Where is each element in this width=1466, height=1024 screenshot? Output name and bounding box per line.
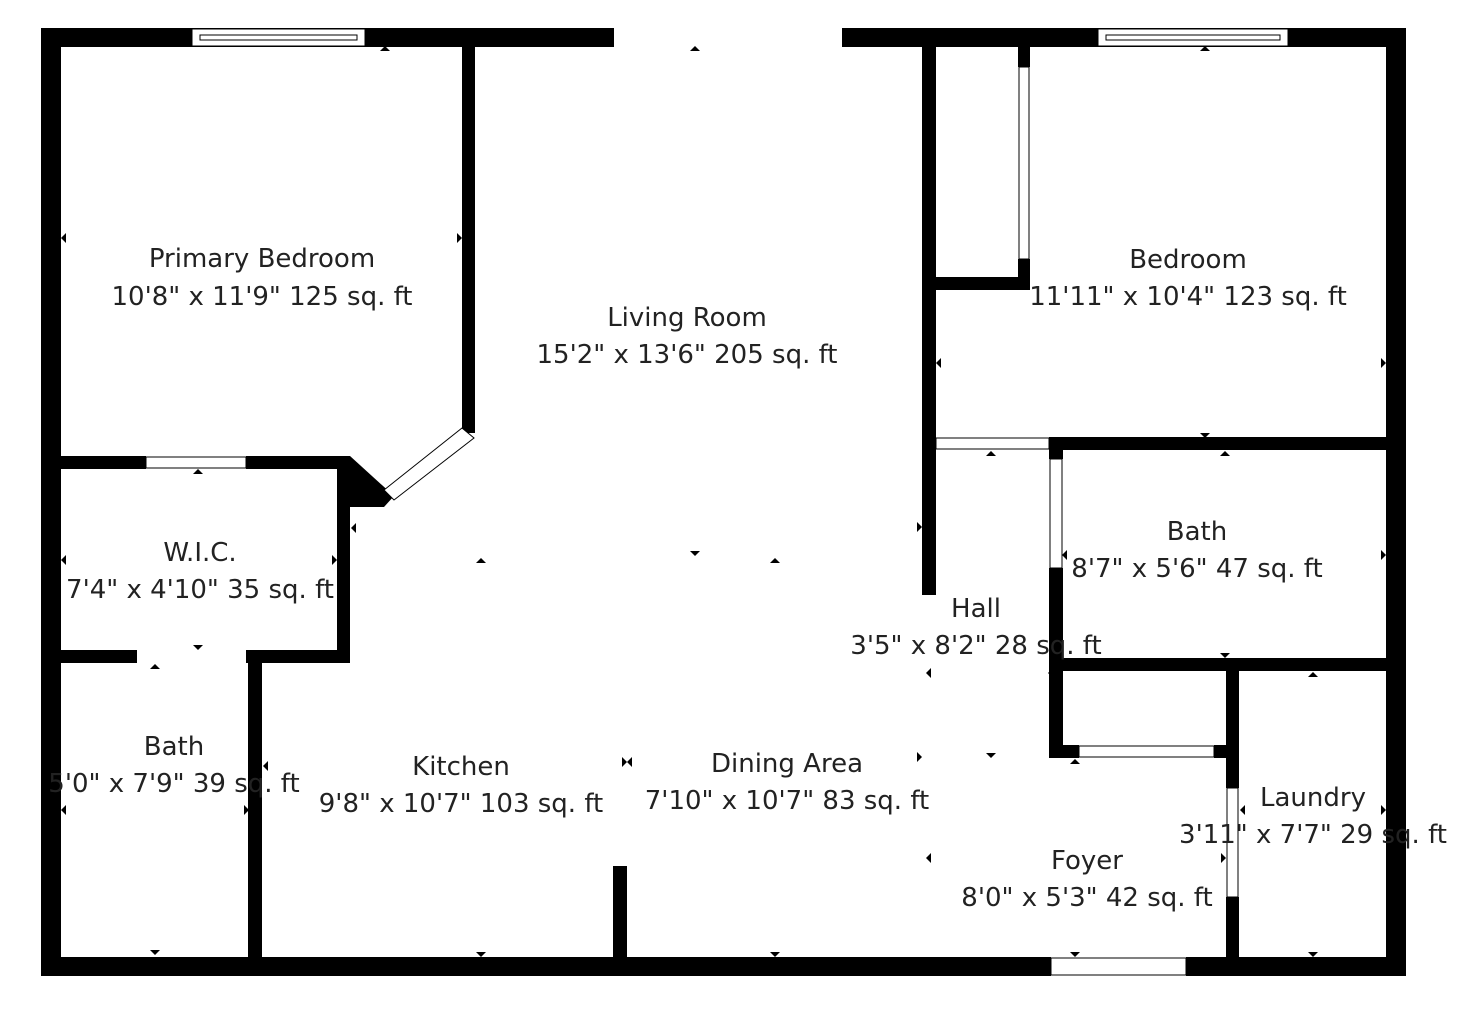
room-name: Bedroom [1129, 245, 1247, 275]
room-dimensions: 9'8" x 10'7" 103 sq. ft [319, 789, 603, 819]
room-dimensions: 5'0" x 7'9" 39 sq. ft [48, 769, 299, 799]
room-name: W.I.C. [163, 538, 236, 568]
front-door [1050, 957, 1187, 976]
room-bath-left: Bath 5'0" x 7'9" 39 sq. ft [48, 732, 299, 799]
room-name: Primary Bedroom [149, 244, 375, 274]
room-hall: Hall 3'5" x 8'2" 28 sq. ft [850, 594, 1101, 661]
room-name: Laundry [1260, 783, 1366, 813]
door-wic [145, 456, 247, 469]
room-wic: W.I.C. 7'4" x 4'10" 35 sq. ft [66, 538, 334, 605]
dimension-ticks [61, 46, 1386, 957]
door-primary-bedroom [383, 427, 475, 501]
room-name: Bath [1167, 517, 1227, 547]
room-foyer: Foyer 8'0" x 5'3" 42 sq. ft [961, 846, 1212, 913]
room-dimensions: 3'11" x 7'7" 29 sq. ft [1179, 820, 1447, 850]
room-bedroom: Bedroom 11'11" x 10'4" 123 sq. ft [1029, 245, 1347, 312]
closet-corner-wedge [340, 456, 394, 507]
room-kitchen: Kitchen 9'8" x 10'7" 103 sq. ft [319, 752, 603, 819]
room-primary-bedroom: Primary Bedroom 10'8" x 11'9" 125 sq. ft [111, 244, 412, 312]
room-name: Kitchen [412, 752, 510, 782]
room-name: Hall [951, 594, 1001, 624]
room-dimensions: 3'5" x 8'2" 28 sq. ft [850, 631, 1101, 661]
room-dimensions: 7'10" x 10'7" 83 sq. ft [645, 786, 929, 816]
door-bedroom [935, 437, 1050, 450]
door-bedroom-closet [1018, 66, 1030, 260]
room-dimensions: 8'7" x 5'6" 47 sq. ft [1071, 554, 1322, 584]
door-bath-right [1049, 458, 1063, 569]
interior-walls [60, 45, 1388, 969]
room-dimensions: 10'8" x 11'9" 125 sq. ft [111, 282, 412, 312]
room-name: Dining Area [711, 749, 863, 779]
room-name: Bath [144, 732, 204, 762]
room-laundry: Laundry 3'11" x 7'7" 29 sq. ft [1179, 783, 1447, 850]
door-laundry [1226, 787, 1239, 898]
door-hall-closet [1078, 745, 1215, 758]
room-bath-right: Bath 8'7" x 5'6" 47 sq. ft [1071, 517, 1322, 584]
room-name: Living Room [607, 303, 767, 333]
openings [145, 28, 1289, 976]
room-dimensions: 7'4" x 4'10" 35 sq. ft [66, 575, 334, 605]
room-name: Foyer [1051, 846, 1123, 876]
room-dimensions: 15'2" x 13'6" 205 sq. ft [536, 340, 837, 370]
room-dimensions: 8'0" x 5'3" 42 sq. ft [961, 883, 1212, 913]
room-dining-area: Dining Area 7'10" x 10'7" 83 sq. ft [645, 749, 929, 816]
room-living-room: Living Room 15'2" x 13'6" 205 sq. ft [536, 303, 837, 370]
room-dimensions: 11'11" x 10'4" 123 sq. ft [1029, 282, 1347, 312]
